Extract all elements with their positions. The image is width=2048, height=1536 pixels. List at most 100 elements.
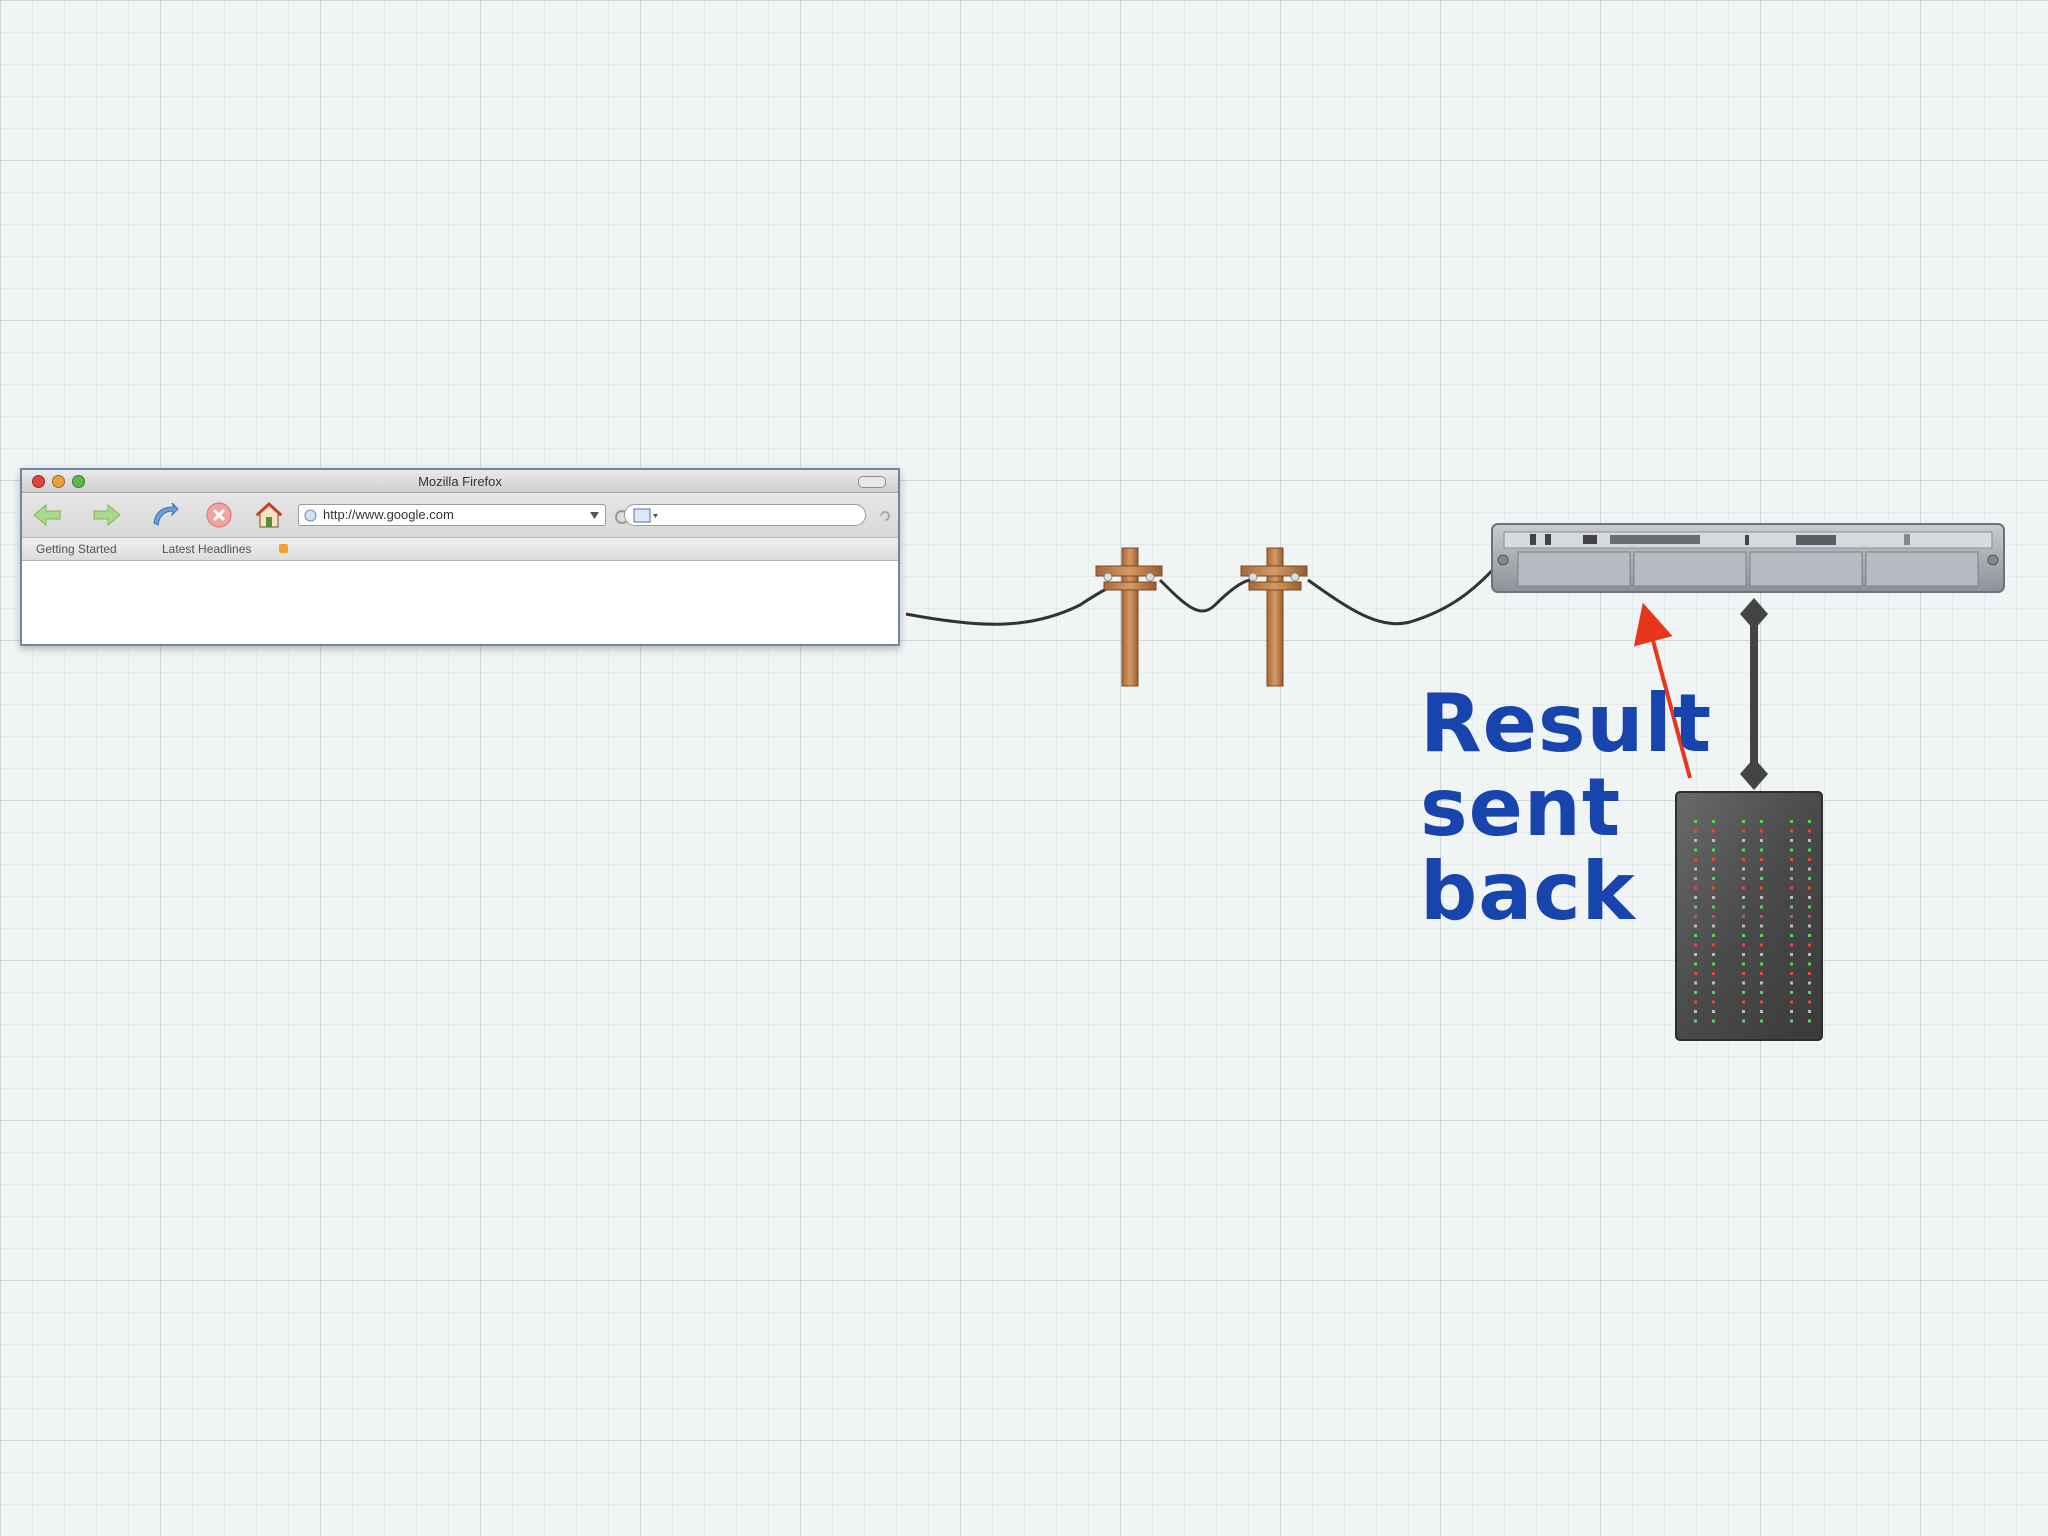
reload-icon[interactable] (150, 501, 180, 529)
annotation-line-3: back (1420, 845, 1636, 938)
bookmarks-toolbar: Getting Started Latest Headlines (22, 538, 898, 561)
storage-led (1694, 962, 1697, 966)
storage-led (1694, 934, 1697, 937)
storage-led (1712, 858, 1715, 861)
storage-led (1694, 1019, 1697, 1023)
browser-window: Mozilla Firefox http://www.google.com (20, 468, 900, 646)
storage-led (1790, 991, 1793, 994)
storage-led (1712, 1000, 1715, 1004)
navigation-toolbar: http://www.google.com (22, 493, 898, 538)
storage-led (1742, 820, 1745, 823)
forward-arrow-icon[interactable] (92, 501, 122, 529)
storage-led (1790, 1000, 1793, 1004)
storage-led (1742, 896, 1745, 899)
storage-led (1790, 943, 1793, 947)
maximize-window-button[interactable] (72, 475, 85, 488)
storage-led (1808, 934, 1811, 937)
storage-led (1742, 1000, 1745, 1004)
storage-led (1742, 943, 1745, 947)
storage-led (1712, 981, 1715, 985)
storage-led (1790, 915, 1793, 918)
storage-led (1712, 896, 1715, 899)
storage-led (1742, 924, 1745, 928)
storage-led (1790, 848, 1793, 852)
storage-led (1808, 1010, 1811, 1013)
storage-led (1808, 915, 1811, 918)
storage-led (1790, 934, 1793, 937)
storage-led (1790, 962, 1793, 966)
annotation-line-2: sent (1420, 761, 1622, 854)
storage-led (1790, 829, 1793, 833)
toolbar-toggle-button[interactable] (858, 476, 886, 488)
storage-led (1760, 867, 1763, 871)
rss-feed-icon (279, 544, 288, 553)
rack-to-storage-link (1740, 598, 1768, 790)
home-icon[interactable] (254, 501, 284, 529)
storage-led (1712, 915, 1715, 918)
storage-led (1760, 1000, 1763, 1004)
storage-led (1808, 1000, 1811, 1004)
storage-led (1712, 1010, 1715, 1013)
telephone-pole-1 (1095, 547, 1163, 687)
back-arrow-icon[interactable] (32, 501, 62, 529)
bookmark-getting-started[interactable]: Getting Started (36, 542, 117, 556)
storage-led (1742, 972, 1745, 975)
throbber-icon (880, 511, 890, 521)
storage-led (1694, 1010, 1697, 1013)
storage-led (1790, 972, 1793, 975)
storage-led (1694, 829, 1697, 833)
storage-led (1790, 953, 1793, 956)
chevron-down-icon[interactable] (590, 512, 599, 519)
storage-led (1790, 905, 1793, 909)
storage-led (1712, 905, 1715, 909)
cable-browser-to-pole-1 (905, 586, 1109, 626)
storage-led (1790, 1019, 1793, 1023)
storage-led (1808, 953, 1811, 956)
storage-led (1694, 877, 1697, 880)
bookmark-latest-headlines[interactable]: Latest Headlines (162, 542, 252, 556)
storage-led (1760, 962, 1763, 966)
search-input[interactable] (624, 504, 866, 526)
storage-led (1760, 981, 1763, 985)
storage-led (1742, 934, 1745, 937)
minimize-window-button[interactable] (52, 475, 65, 488)
storage-led (1790, 867, 1793, 871)
storage-led (1742, 886, 1745, 890)
storage-led (1808, 962, 1811, 966)
storage-led (1808, 991, 1811, 994)
stop-icon[interactable] (204, 501, 234, 529)
storage-led (1694, 924, 1697, 928)
storage-led (1808, 848, 1811, 852)
storage-led (1742, 848, 1745, 852)
storage-led (1760, 1010, 1763, 1013)
rack-server (1491, 523, 2005, 593)
storage-led (1694, 953, 1697, 956)
storage-led (1760, 905, 1763, 909)
search-engine-icon[interactable] (633, 508, 659, 523)
storage-led (1760, 848, 1763, 852)
storage-led (1790, 839, 1793, 842)
storage-led (1760, 896, 1763, 899)
storage-led (1742, 829, 1745, 833)
storage-led (1694, 848, 1697, 852)
window-title: Mozilla Firefox (418, 474, 502, 489)
title-bar: Mozilla Firefox (22, 470, 898, 493)
close-window-button[interactable] (32, 475, 45, 488)
storage-led (1760, 820, 1763, 823)
storage-led (1694, 896, 1697, 899)
storage-led (1760, 943, 1763, 947)
storage-led (1694, 981, 1697, 985)
storage-led (1712, 820, 1715, 823)
storage-led (1790, 820, 1793, 823)
page-icon (304, 509, 317, 522)
storage-led (1712, 848, 1715, 852)
cable-pole-2-to-rack (1307, 561, 1502, 626)
url-field[interactable]: http://www.google.com (298, 504, 606, 526)
storage-led (1760, 915, 1763, 918)
storage-led (1790, 886, 1793, 890)
storage-led (1760, 886, 1763, 890)
storage-led (1760, 924, 1763, 928)
storage-led (1742, 953, 1745, 956)
storage-led (1742, 981, 1745, 985)
